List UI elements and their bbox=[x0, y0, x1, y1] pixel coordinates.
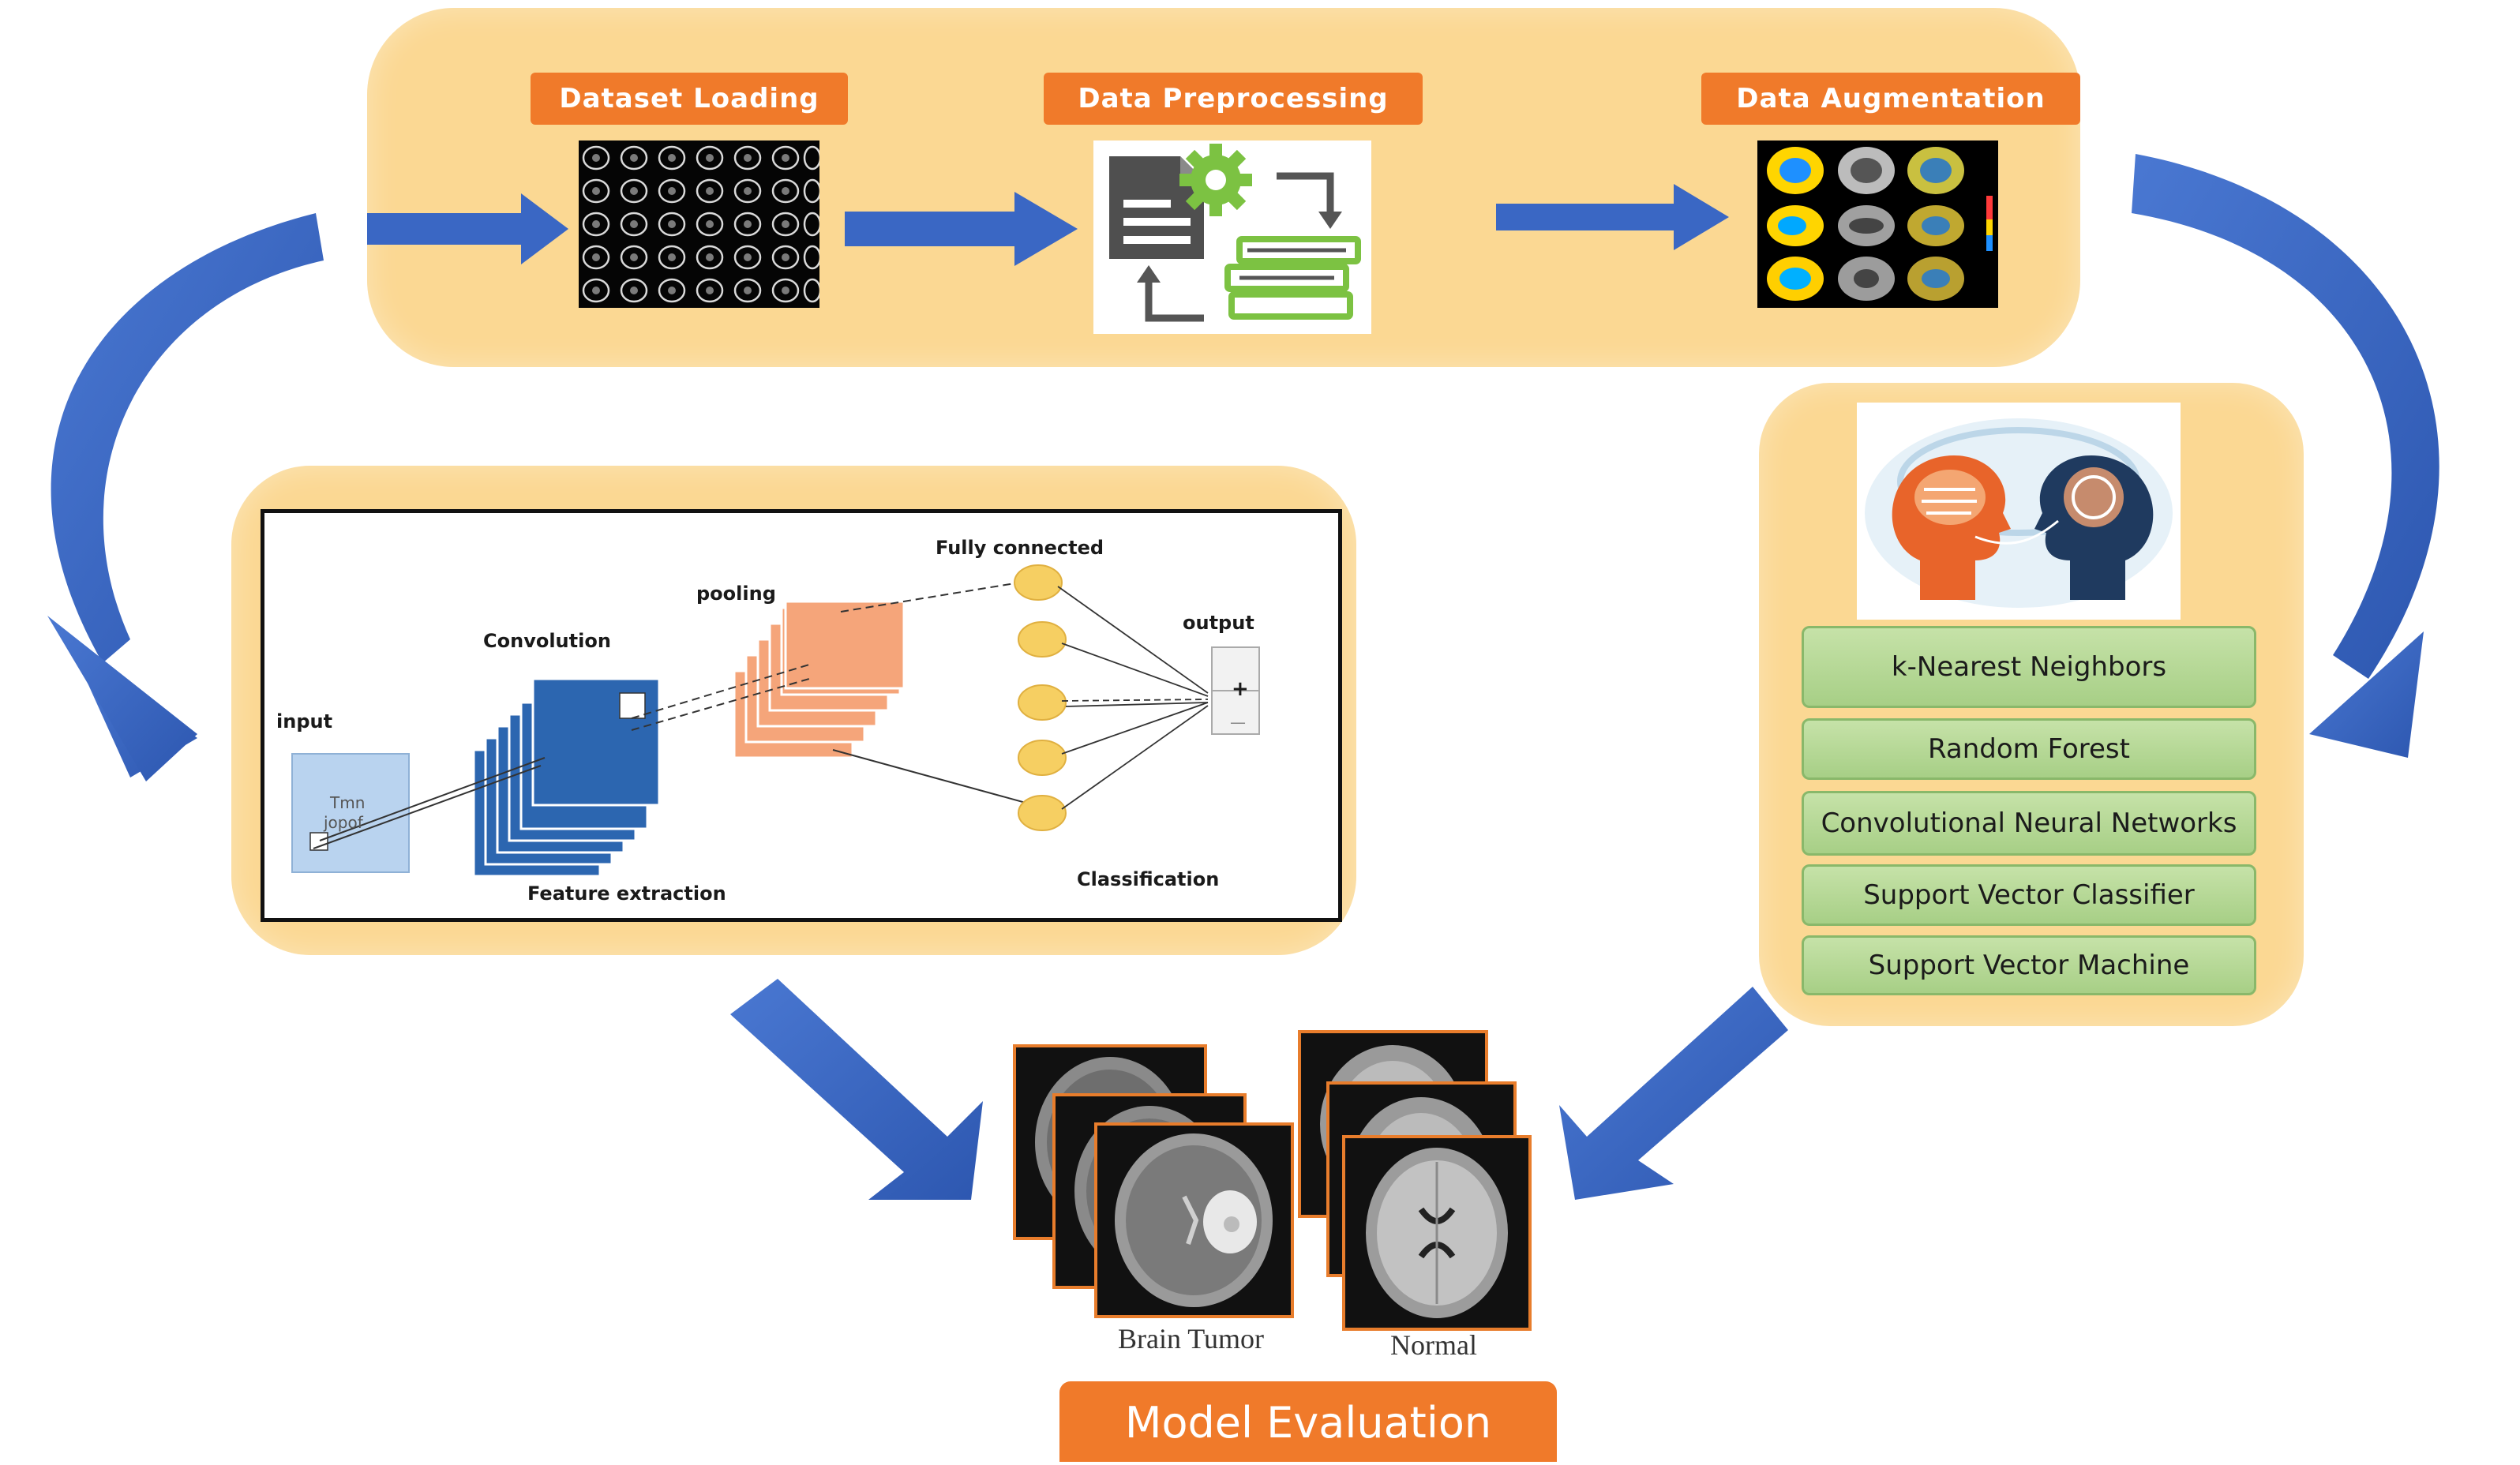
curved-arrow-left bbox=[51, 213, 324, 663]
cnn-input-inner-2: jopof bbox=[324, 813, 363, 832]
data-preprocessing-tag: Data Preprocessing bbox=[1044, 73, 1423, 125]
convolution-stack bbox=[472, 677, 661, 878]
cnn-output-minus: — bbox=[1230, 713, 1246, 732]
cnn-pooling-label: pooling bbox=[696, 583, 776, 605]
straight-arrow-right bbox=[1559, 987, 1788, 1200]
algorithm-random-forest-label: Random Forest bbox=[1928, 733, 2130, 765]
tumor-mri-front bbox=[1094, 1122, 1294, 1318]
arrow-up-icon bbox=[1145, 279, 1204, 322]
normal-mri-front bbox=[1342, 1135, 1532, 1331]
model-evaluation-banner: Model Evaluation bbox=[1059, 1381, 1557, 1462]
algorithm-svc-label: Support Vector Classifier bbox=[1863, 879, 2195, 911]
pipeline-arrows bbox=[367, 184, 1729, 266]
pipeline-arrow-3 bbox=[1496, 184, 1729, 250]
model-evaluation-title: Model Evaluation bbox=[1124, 1398, 1492, 1448]
pooling-stack bbox=[733, 600, 906, 759]
dataset-grid-image bbox=[579, 141, 819, 308]
algorithm-svm-label: Support Vector Machine bbox=[1868, 950, 2190, 981]
normal-caption: Normal bbox=[1390, 1329, 1477, 1361]
brain-tumor-caption: Brain Tumor bbox=[1117, 1323, 1265, 1354]
augmentation-grid-image bbox=[1757, 141, 1998, 308]
cnn-fully-connected-label: Fully connected bbox=[936, 537, 1104, 559]
ai-heads-image bbox=[1857, 403, 2181, 620]
data-augmentation-tag: Data Augmentation bbox=[1701, 73, 2080, 125]
cnn-diagram bbox=[291, 564, 1260, 878]
cnn-output-plus: + bbox=[1232, 677, 1249, 701]
pipeline-arrow-1 bbox=[367, 193, 568, 264]
cnn-feature-extraction-label: Feature extraction bbox=[527, 882, 726, 905]
cnn-input-label: input bbox=[276, 710, 333, 732]
straight-arrow-left bbox=[730, 979, 983, 1200]
pipeline-arrow-2 bbox=[845, 192, 1078, 266]
fully-connected-neurons bbox=[1014, 564, 1067, 831]
preprocessing-image bbox=[1093, 141, 1371, 334]
cnn-classification-label: Classification bbox=[1077, 868, 1220, 890]
algorithm-knn: k-Nearest Neighbors bbox=[1802, 626, 2256, 708]
algorithm-random-forest: Random Forest bbox=[1802, 718, 2256, 780]
cnn-input-inner-1: Tmn bbox=[330, 793, 366, 812]
gear-icon bbox=[1179, 144, 1252, 216]
algorithm-knn-label: k-Nearest Neighbors bbox=[1891, 651, 2167, 683]
blue-head-icon bbox=[2034, 455, 2154, 600]
cnn-convolution-label: Convolution bbox=[483, 630, 611, 652]
algorithm-svc: Support Vector Classifier bbox=[1802, 864, 2256, 926]
cnn-output-label: output bbox=[1183, 612, 1254, 634]
stacked-data-icon bbox=[1224, 236, 1361, 320]
arrow-down-icon bbox=[1277, 172, 1334, 215]
dataset-loading-tag: Dataset Loading bbox=[531, 73, 848, 125]
curved-arrow-right bbox=[2132, 154, 2439, 679]
algorithm-svm: Support Vector Machine bbox=[1802, 935, 2256, 995]
algorithm-cnn: Convolutional Neural Networks bbox=[1802, 791, 2256, 856]
algorithm-cnn-label: Convolutional Neural Networks bbox=[1821, 807, 2237, 839]
